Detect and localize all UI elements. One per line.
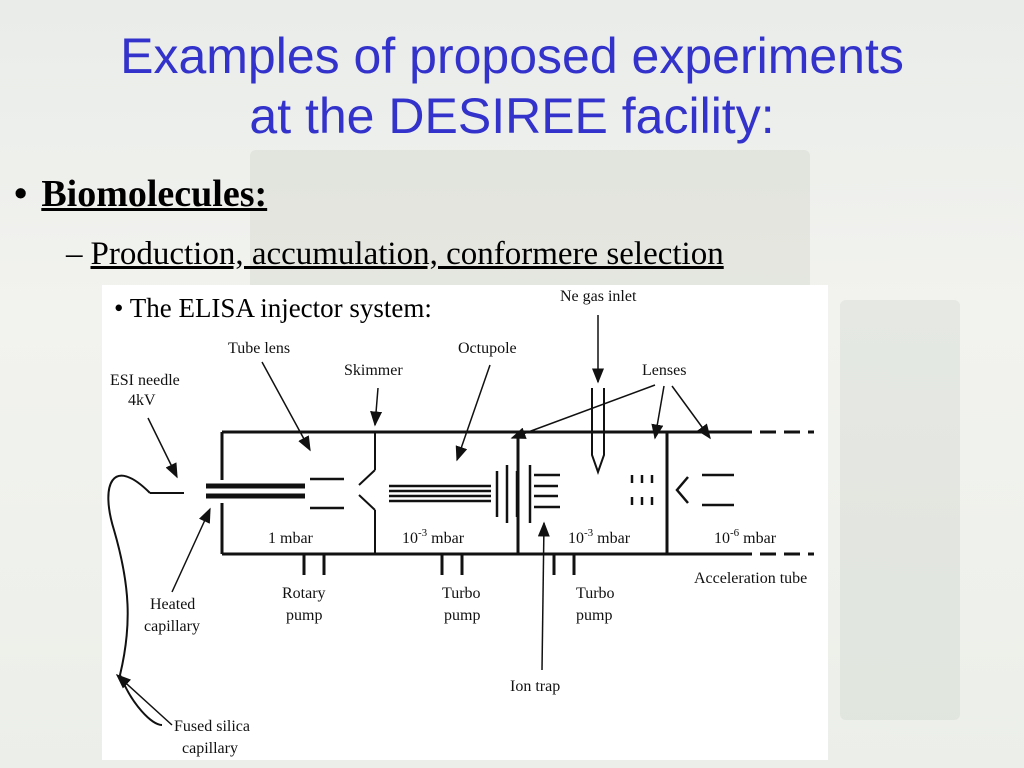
bullet-production: –Production, accumulation, conformere se… [66,236,724,273]
bullet-label: Biomolecules: [41,173,268,215]
arrow-esi-needle [147,417,178,479]
label-turbo-pump-b: pump [576,607,612,624]
arrow-fused-silica [115,673,173,726]
bullet-elisa-injector: • The ELISA injector system: [114,293,432,324]
title-line-1: Examples of proposed experiments [120,28,904,84]
label-turbo-pump-a: Turbo [442,585,481,602]
label-lenses: Lenses [642,362,686,379]
arrow-skimmer [370,387,383,427]
label-pressure-2: 10-3 mbar [402,527,465,547]
arrow-octupole [455,364,491,462]
label-acceleration-tube: Acceleration tube [694,570,807,587]
arrow-lenses-c [671,385,711,440]
label-ion-trap: Ion trap [510,678,560,695]
bullet-label: The ELISA injector system: [129,293,432,323]
label-rotary-pump: pump [286,607,322,624]
background-decoration [840,300,960,720]
label-heated-capillary: capillary [144,618,200,635]
label-fused-silica: capillary [182,740,238,757]
arrow-lenses-b [651,385,665,440]
label-esi-needle: ESI needle [110,372,180,389]
background-decoration [250,150,810,290]
label-pressure-1: 1 mbar [268,530,314,547]
label-rotary-pump: Rotary [282,585,326,602]
label-turbo-pump-b: Turbo [576,585,615,602]
diagram-svg: Ne gas inlet Tube lens Octupole Skimmer … [107,288,814,757]
bullet-marker: • [14,173,28,215]
label-pressure-3: 10-3 mbar [568,527,631,547]
label-tube-lens: Tube lens [228,340,290,357]
elisa-diagram: • The ELISA injector system: [102,285,828,760]
slide-title: Examples of proposed experiments at the … [0,26,1024,146]
label-octupole: Octupole [458,340,517,357]
arrow-tube-lens [261,361,311,452]
skimmer-cone [358,469,376,511]
einzel-cone [675,476,689,504]
ne-gas-needle [591,388,605,476]
label-ne-gas-inlet: Ne gas inlet [560,288,637,305]
arrow-ion-trap [537,521,550,671]
arrow-heated-capillary [171,507,211,593]
label-esi-voltage: 4kV [128,392,156,409]
label-turbo-pump-a: pump [444,607,480,624]
fused-silica-capillary [107,474,163,726]
label-heated-capillary: Heated [150,596,195,613]
bullet-marker: • [114,293,124,323]
title-line-2: at the DESIREE facility: [249,88,775,144]
label-skimmer: Skimmer [344,362,403,379]
label-pressure-4: 10-6 mbar [714,527,777,547]
bullet-biomolecules: • Biomolecules: [14,172,267,216]
label-fused-silica: Fused silica [174,718,250,735]
dash-marker: – [66,236,83,272]
arrow-lenses-a [510,384,656,439]
bullet-label: Production, accumulation, conformere sel… [90,236,724,272]
